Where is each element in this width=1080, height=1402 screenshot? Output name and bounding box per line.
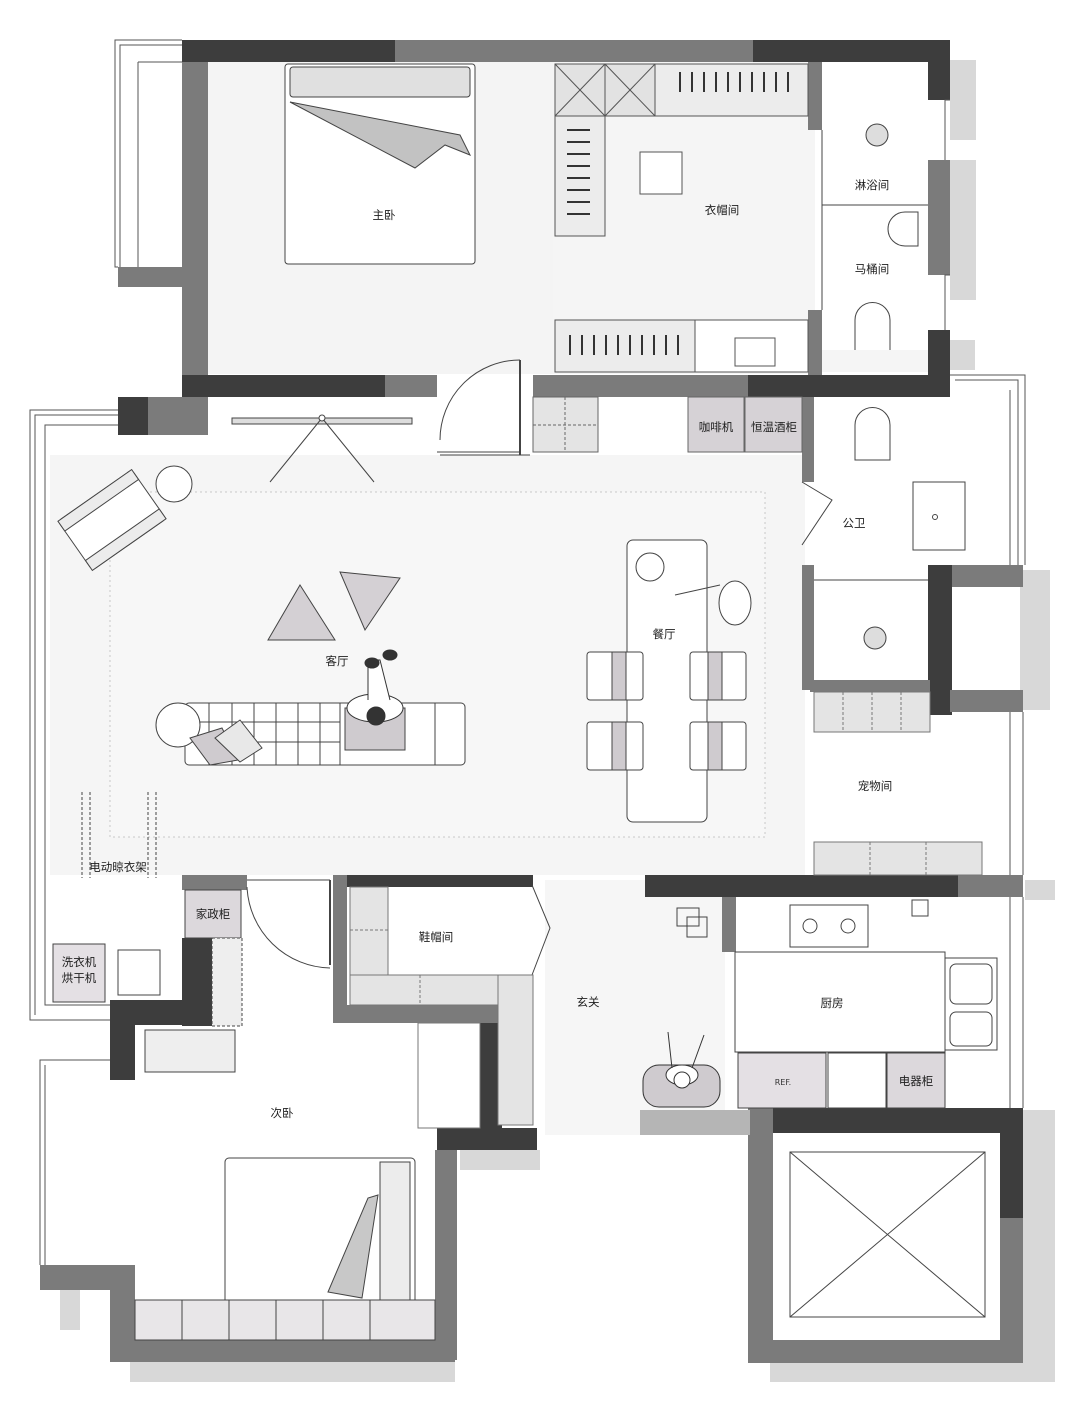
sofa <box>155 702 466 766</box>
pet-room-cabinets <box>813 691 983 876</box>
label-washer: 洗衣机 <box>62 955 97 969</box>
label-living-room: 客厅 <box>326 654 349 668</box>
label-public-bath: 公卫 <box>843 516 866 530</box>
label-entrance: 玄关 <box>577 995 600 1009</box>
label-dining-room: 餐厅 <box>653 627 676 641</box>
void-block <box>789 1151 986 1318</box>
label-shower: 淋浴间 <box>855 178 890 192</box>
label-master-bedroom: 主卧 <box>373 208 396 222</box>
label-dryer: 烘干机 <box>62 971 97 985</box>
doors <box>246 359 833 976</box>
upper-cabinets <box>532 396 803 453</box>
laundry <box>52 792 243 1073</box>
label-housekeeping-cabinet: 家政柜 <box>196 907 231 921</box>
side-tables <box>267 571 401 641</box>
master-bed <box>284 63 476 265</box>
tv-projector <box>231 414 413 483</box>
label-appliance-cabinet: 电器柜 <box>899 1074 934 1088</box>
walls <box>40 40 1023 1363</box>
shoe-cabinets <box>349 886 534 1129</box>
hanger-marks <box>567 72 789 355</box>
entrance-person <box>642 1031 721 1108</box>
bath-fixtures <box>821 123 928 372</box>
second-bed <box>134 1157 436 1341</box>
kitchen-fixtures <box>734 899 998 1109</box>
label-shoe-closet: 鞋帽间 <box>419 930 454 944</box>
label-drying-rack: 电动晾衣架 <box>89 860 147 874</box>
label-kitchen: 厨房 <box>821 996 844 1010</box>
wall-shadows <box>60 60 1055 1382</box>
label-toilet-room: 马桶间 <box>855 262 890 276</box>
room-labels: 主卧 衣帽间 淋浴间 马桶间 客厅 餐厅 公卫 宠物间 鞋帽间 玄关 厨房 次卧 <box>271 178 893 1120</box>
label-walk-in-closet: 衣帽间 <box>705 203 740 217</box>
label-coffee-machine: 咖啡机 <box>699 420 734 434</box>
public-bath-fixtures <box>814 407 966 650</box>
label-fridge: REF. <box>775 1078 791 1087</box>
label-pet-room: 宠物间 <box>858 779 893 793</box>
wardrobes <box>554 63 809 373</box>
window-lines <box>29 39 1026 1265</box>
fixture-labels: 咖啡机 恒温酒柜 电动晾衣架 家政柜 洗衣机 烘干机 电器柜 REF. <box>62 420 934 1088</box>
label-wine-cabinet: 恒温酒柜 <box>751 420 797 434</box>
label-second-bedroom: 次卧 <box>271 1106 294 1120</box>
person-sofa <box>346 649 404 726</box>
armchair <box>57 465 193 572</box>
dining-table <box>586 539 752 823</box>
